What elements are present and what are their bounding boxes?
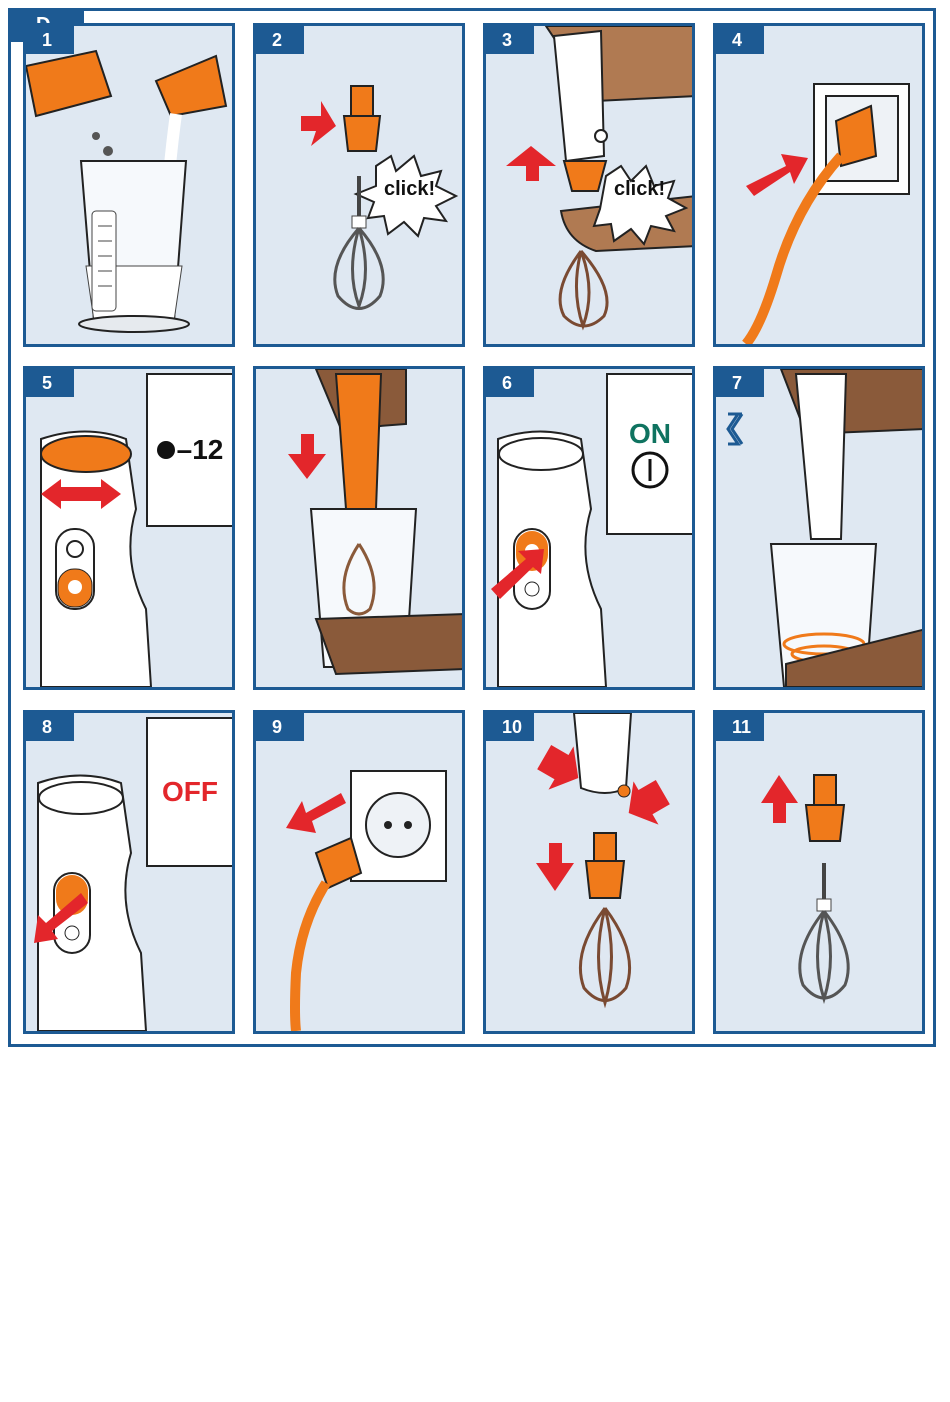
on-callout: ON xyxy=(606,373,694,535)
red-arrow-icon xyxy=(301,101,336,146)
hourglass-icon xyxy=(728,414,742,444)
panel-number: 2 xyxy=(256,26,304,54)
off-callout: OFF xyxy=(146,717,234,867)
panel-insert xyxy=(253,366,465,690)
panel-number: 1 xyxy=(26,26,74,54)
hand-blender-icon xyxy=(486,713,692,1031)
panel-1: 1 xyxy=(23,23,235,347)
panel-3: 3 click! xyxy=(483,23,695,347)
panel-number: 7 xyxy=(716,369,764,397)
panel-4: 4 xyxy=(713,23,925,347)
off-label: OFF xyxy=(162,776,218,808)
panel-number: 10 xyxy=(486,713,534,741)
whisk-icon xyxy=(716,713,922,1031)
panel-8: 8 OFF xyxy=(23,710,235,1034)
speed-callout: –12 xyxy=(146,373,234,527)
panel-10: 10 xyxy=(483,710,695,1034)
measuring-beaker-icon xyxy=(26,26,232,344)
panel-6: 6 ON xyxy=(483,366,695,690)
panel-number: 4 xyxy=(716,26,764,54)
speed-range: –12 xyxy=(157,434,224,466)
panel-5: 5 –12 xyxy=(23,366,235,690)
panel-number: 6 xyxy=(486,369,534,397)
panel-11: 11 xyxy=(713,710,925,1034)
panel-7: 7 xyxy=(713,366,925,690)
hand-blender-icon xyxy=(716,369,922,687)
panel-number: 11 xyxy=(716,713,764,741)
click-label: click! xyxy=(614,178,665,201)
red-arrow-icon xyxy=(536,843,574,891)
power-on-icon xyxy=(630,450,670,490)
on-label: ON xyxy=(629,418,671,450)
red-arrow-icon xyxy=(746,154,808,196)
panel-9: 9 xyxy=(253,710,465,1034)
click-label: click! xyxy=(384,178,435,201)
panel-number: 3 xyxy=(486,26,534,54)
power-socket-icon xyxy=(716,26,922,344)
red-arrow-icon xyxy=(506,146,556,181)
panel-2: 2 click! xyxy=(253,23,465,347)
red-arrow-icon xyxy=(286,793,346,833)
speed-dot-icon xyxy=(157,441,175,459)
red-arrow-icon xyxy=(761,775,798,823)
panel-number: 9 xyxy=(256,713,304,741)
power-socket-icon xyxy=(256,713,462,1031)
panel-number: 8 xyxy=(26,713,74,741)
hand-blender-icon xyxy=(256,369,462,687)
panel-number: 5 xyxy=(26,369,74,397)
red-arrow-icon xyxy=(288,434,326,479)
